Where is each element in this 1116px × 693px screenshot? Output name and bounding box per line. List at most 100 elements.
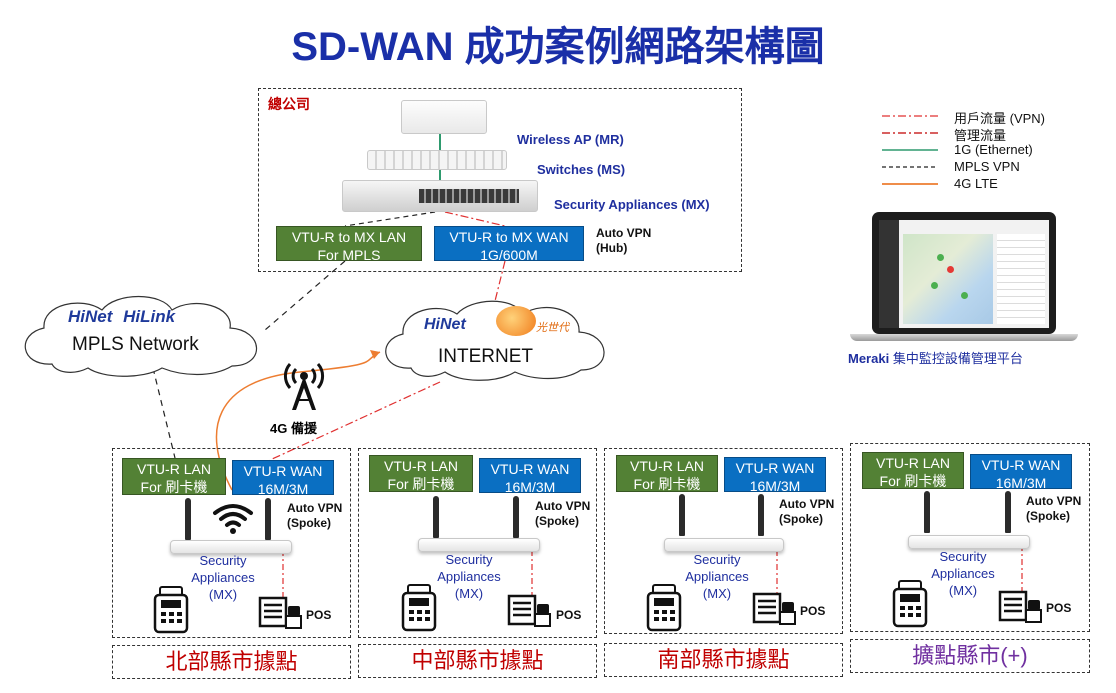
meraki-caption-text: 集中監控設備管理平台 — [889, 351, 1023, 366]
wireless-ap-device — [401, 100, 487, 134]
branch3-auto-vpn-line1: Auto VPN — [779, 497, 835, 511]
region-north: 北部縣市據點 — [112, 645, 351, 679]
legend-swatches — [882, 115, 938, 185]
mpls-brand: HiNet HiLink — [68, 307, 175, 327]
guangshidai-logo-text: 光世代 — [536, 322, 569, 334]
branch4-sa-line1: Security — [939, 549, 987, 564]
branch3-wan-line1: VTU-R WAN — [735, 460, 815, 476]
switches-label: Switches (MS) — [537, 162, 626, 177]
branch4-pos-label: POS — [1046, 601, 1072, 615]
branch3-sa-line3: (MX) — [702, 586, 732, 601]
dashboard-map — [903, 234, 993, 324]
laptop-base — [850, 334, 1078, 341]
branch2-auto-vpn-line1: Auto VPN — [535, 499, 591, 513]
branch4-lan-box: VTU-R LAN For 刷卡機 — [862, 452, 964, 489]
hilink-logo: HiLink — [123, 307, 176, 326]
legend-label-user-traffic: 用戶流量 (VPN) — [954, 111, 1046, 126]
hq-auto-vpn: Auto VPN (Hub) — [596, 226, 651, 256]
security-appliances-label: Security Appliances (MX) — [554, 197, 710, 212]
branch3-wan-box: VTU-R WAN 16M/3M — [724, 457, 826, 494]
legend-label-mgmt-traffic: 管理流量 — [954, 128, 1007, 143]
branch-box-central — [358, 448, 597, 638]
diagram-title: SD-WAN 成功案例網路架構圖 — [291, 25, 825, 69]
branch2-wan-box: VTU-R WAN 16M/3M — [479, 458, 581, 495]
branch3-antenna-left — [679, 494, 685, 536]
mpls-network-label: MPLS Network — [72, 334, 199, 355]
branch2-sa-line3: (MX) — [454, 586, 484, 601]
guangshidai-logo-icon — [496, 306, 536, 336]
branch2-card-terminal-icon — [401, 584, 437, 632]
branch4-lan-line2: For 刷卡機 — [879, 473, 947, 489]
legend: 用戶流量 (VPN) 管理流量 1G (Ethernet) MPLS VPN 4… — [880, 108, 1080, 196]
branch4-wan-line1: VTU-R WAN — [981, 457, 1061, 473]
hq-lan-line1: VTU-R to MX LAN — [291, 229, 407, 245]
branch3-sa-line2: Appliances — [685, 569, 749, 584]
branch1-lan-box: VTU-R LAN For 刷卡機 — [122, 458, 226, 495]
mpls-cloud-icon — [24, 295, 258, 377]
branch4-sa-label: Security Appliances (MX) — [918, 548, 1008, 599]
branch1-sa-line2: Appliances — [191, 570, 255, 585]
branch2-auto-vpn: Auto VPN (Spoke) — [535, 499, 590, 529]
branch1-router-device — [170, 540, 292, 554]
branch4-auto-vpn: Auto VPN (Spoke) — [1026, 494, 1081, 524]
branch4-antenna-right — [1005, 491, 1011, 533]
lte-line — [215, 351, 381, 491]
hq-wan-line2: 1G/600M — [480, 247, 538, 263]
hq-lan-line2: For MPLS — [317, 247, 381, 263]
branch1-sa-line3: (MX) — [208, 587, 238, 602]
branch1-wan-line1: VTU-R WAN — [243, 463, 323, 479]
branch1-lan-line1: VTU-R LAN — [137, 461, 211, 477]
branch3-lan-box: VTU-R LAN For 刷卡機 — [616, 455, 718, 492]
branch3-card-terminal-icon — [646, 584, 682, 632]
branch1-antenna-right — [265, 498, 271, 540]
branch3-wan-line2: 16M/3M — [749, 478, 801, 494]
branch4-auto-vpn-line2: (Spoke) — [1026, 509, 1071, 523]
hq-to-mpls-line — [264, 260, 346, 331]
dashboard-sidebar — [879, 220, 899, 328]
internet-cloud-icon — [385, 300, 605, 381]
branch2-sa-label: Security Appliances (MX) — [424, 551, 514, 602]
branch2-sa-line1: Security — [445, 552, 493, 567]
branch2-lan-line2: For 刷卡機 — [387, 476, 455, 492]
region-expansion: 擴點縣市(+) — [850, 639, 1090, 673]
branch4-auto-vpn-line1: Auto VPN — [1026, 494, 1082, 508]
branch-box-north — [112, 448, 351, 638]
branch3-lan-line1: VTU-R LAN — [630, 458, 704, 474]
branch1-auto-vpn-line1: Auto VPN — [287, 501, 343, 515]
branch2-wan-line1: VTU-R WAN — [490, 461, 570, 477]
branch4-sa-line3: (MX) — [948, 583, 978, 598]
branch3-pos-icon — [752, 592, 796, 625]
mx-to-wan-line — [444, 211, 506, 227]
internet-label: INTERNET — [438, 346, 533, 367]
wifi-icon — [213, 504, 253, 534]
branch1-wan-box: VTU-R WAN 16M/3M — [232, 460, 334, 497]
hq-lan-box: VTU-R to MX LAN For MPLS — [276, 226, 422, 263]
backup-4g-label: 4G 備援 — [270, 421, 317, 436]
hq-label: 總公司 — [268, 96, 310, 112]
hq-wan-box: VTU-R to MX WAN 1G/600M — [434, 226, 584, 263]
branch1-sa-label: Security Appliances (MX) — [178, 552, 268, 603]
branch2-sa-line2: Appliances — [437, 569, 501, 584]
branch4-wan-box: VTU-R WAN 16M/3M — [970, 454, 1072, 491]
security-appliance-device — [342, 180, 538, 212]
meraki-brand: Meraki — [848, 351, 890, 366]
lte-arrowhead — [370, 350, 380, 359]
branch2-lan-box: VTU-R LAN For 刷卡機 — [369, 455, 473, 492]
branch1-auto-vpn-line2: (Spoke) — [287, 516, 332, 530]
branch-box-south — [604, 448, 843, 634]
hq-auto-vpn-line1: Auto VPN — [596, 226, 652, 240]
hq-box — [258, 88, 742, 272]
branch2-auto-vpn-line2: (Spoke) — [535, 514, 580, 528]
branch4-lan-line1: VTU-R LAN — [876, 455, 950, 471]
internet-to-branch-line — [269, 381, 441, 461]
internet-brand-hinet: HiNet — [424, 316, 466, 333]
appliance-ports — [419, 189, 519, 203]
laptop-icon — [872, 212, 1056, 334]
branch4-antenna-left — [924, 491, 930, 533]
branch1-sa-line1: Security — [199, 553, 247, 568]
branch3-antenna-right — [758, 494, 764, 536]
branch3-pos-label: POS — [800, 604, 826, 618]
hinet-logo: HiNet — [68, 307, 113, 326]
cell-tower-icon — [283, 363, 325, 410]
